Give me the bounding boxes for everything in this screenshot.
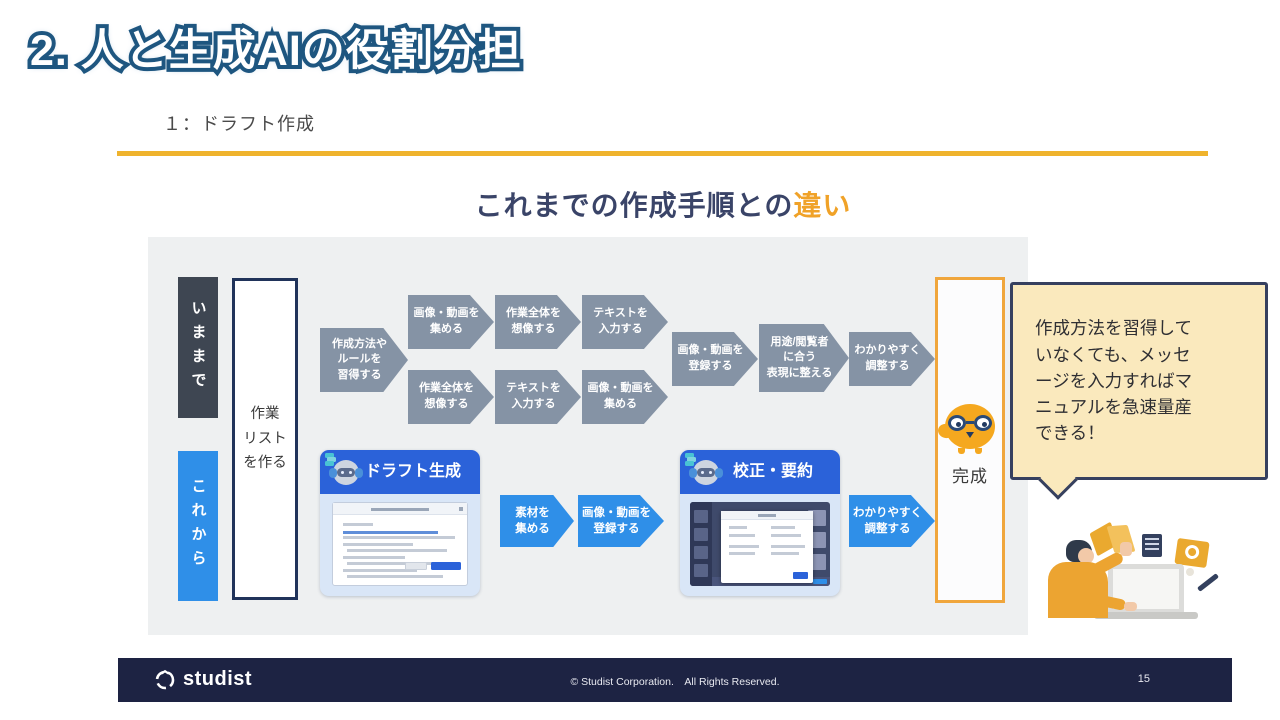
copyright: © Studist Corporation. All Rights Reserv… xyxy=(570,676,780,688)
pencil-icon xyxy=(1197,573,1219,592)
flow-arrow-old-r1-3: テキストを 入力する xyxy=(582,295,668,349)
speech-bubble-text: 作成方法を習得して いなくても、メッセ ージを入力すればマ ニュアルを急速量産 … xyxy=(1035,318,1193,444)
draft-card-title: ドラフト生成 xyxy=(364,462,461,480)
done-label: 完成 xyxy=(952,467,988,486)
draft-screenshot xyxy=(332,502,468,586)
proofread-card: 校正・要約 xyxy=(680,450,840,596)
owl-mascot-icon xyxy=(936,402,998,454)
layers-icon xyxy=(325,453,336,466)
page-number: 15 xyxy=(1137,673,1150,685)
task-list-box: 作業 リスト を作る xyxy=(232,278,298,600)
page-title-outline: 2. 人と生成AIの役割分担 xyxy=(26,23,525,79)
flow-arrow-old-start: 作成方法や ルールを 習得する xyxy=(320,328,408,392)
flow-arrow-old-r2-3: 画像・動画を 集める xyxy=(582,370,668,424)
flow-arrow-old-m1: 画像・動画を 登録する xyxy=(672,332,758,386)
layers-icon xyxy=(685,453,696,466)
flow-arrow-new-1: 素材を 集める xyxy=(500,495,574,547)
yellow-divider xyxy=(117,151,1208,156)
person-illustration xyxy=(1038,518,1248,636)
proofread-screenshot xyxy=(690,502,830,586)
flow-arrow-new-2: 画像・動画を 登録する xyxy=(578,495,664,547)
flow-arrow-new-3: わかりやすく 調整する xyxy=(849,495,935,547)
flow-arrow-old-r2-1: 作業全体を 想像する xyxy=(408,370,494,424)
footer: studist © Studist Corporation. All Right… xyxy=(118,658,1232,702)
studist-logo: studist xyxy=(154,668,252,691)
draft-card-header: ドラフト生成 xyxy=(320,450,480,494)
done-box: 完成 xyxy=(935,277,1005,603)
document-icon xyxy=(1142,534,1162,557)
heading-main: これまでの作成手順との xyxy=(474,190,794,221)
proofread-card-header: 校正・要約 xyxy=(680,450,840,494)
lane-korekara: これから xyxy=(178,451,218,601)
flow-arrow-old-m3: わかりやすく 調整する xyxy=(849,332,935,386)
diagram-panel: いままで これから 作業 リスト を作る 作成方法や ルールを 習得する 画像・… xyxy=(148,237,1028,635)
page-title-text: 2. 人と生成AIの役割分担 xyxy=(30,27,522,75)
heading-accent: 違い xyxy=(793,190,852,221)
flow-arrow-old-m2: 用途/閲覧者 に合う 表現に整える xyxy=(759,324,849,392)
laptop-shape xyxy=(1108,564,1184,614)
flow-arrow-old-r1-1: 画像・動画を 集める xyxy=(408,295,494,349)
flow-arrow-old-r2-2: テキストを 入力する xyxy=(495,370,581,424)
studist-logo-text: studist xyxy=(183,668,253,690)
speech-bubble: 作成方法を習得して いなくても、メッセ ージを入力すればマ ニュアルを急速量産 … xyxy=(1010,282,1268,480)
draft-card: ドラフト生成 xyxy=(320,450,480,596)
heading: これまでの作成手順との違い xyxy=(118,184,1208,224)
proofread-card-title: 校正・要約 xyxy=(732,462,813,480)
lane-imamade: いままで xyxy=(178,277,218,418)
robot-icon xyxy=(689,458,723,488)
studist-logo-icon xyxy=(155,669,175,689)
section-label: １：ドラフト作成 xyxy=(163,114,315,134)
flow-arrow-old-r1-2: 作業全体を 想像する xyxy=(495,295,581,349)
robot-icon xyxy=(329,458,363,488)
